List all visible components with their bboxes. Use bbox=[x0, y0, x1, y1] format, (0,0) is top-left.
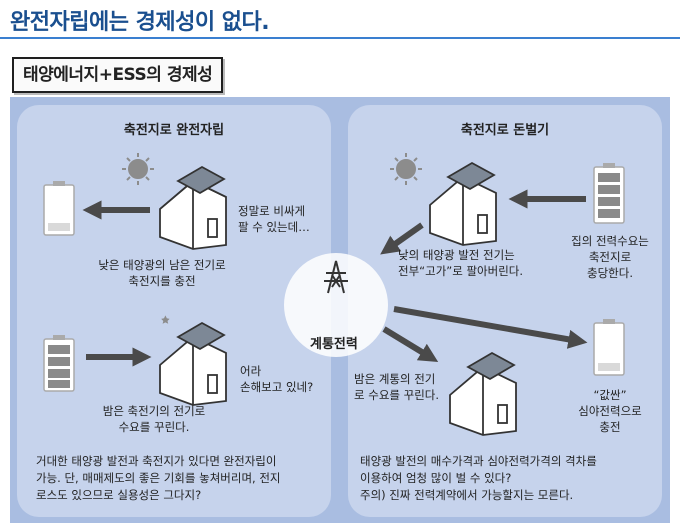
ess-economics-figure: 축전지로 완전자립 축전지로 돈벌기 bbox=[10, 97, 670, 523]
grid-power-circle bbox=[284, 253, 388, 357]
section-subtitle: 태양에너지+ESS의 경제성 bbox=[12, 57, 224, 93]
panel-self-sufficiency: 축전지로 완전자립 bbox=[17, 105, 331, 517]
battery-full-icon bbox=[43, 335, 75, 392]
house-icon bbox=[429, 161, 497, 246]
sell-caption: 낮의 태양광 발전 전기는 전부“고가”로 팔아버린다. bbox=[398, 248, 524, 278]
title-divider bbox=[0, 37, 680, 39]
sun-icon bbox=[390, 153, 422, 185]
house1-caption: 정말로 비싸게 팔 수 있는데… bbox=[238, 204, 310, 234]
battery-empty-icon bbox=[593, 319, 625, 376]
page-title: 완전자립에는 경제성이 없다. bbox=[10, 10, 270, 35]
house2-caption: 어라 손해보고 있네? bbox=[240, 364, 314, 394]
left-footer-note: 거대한 태양광 발전과 축전지가 있다면 완전자립이 가능. 단, 매매제도의 … bbox=[36, 454, 281, 502]
house-icon bbox=[449, 351, 517, 436]
right-footer-note: 태양광 발전의 매수가격과 심야전력가격의 격차를 이용하여 엄청 많이 벌 수… bbox=[360, 454, 597, 502]
illustration-layer bbox=[43, 153, 625, 436]
sun-icon bbox=[122, 153, 154, 185]
panel-heading-earn-money: 축전지로 돈벌기 bbox=[460, 123, 550, 138]
night-caption-left: 밤은 축전기의 전기로 수요를 꾸린다. bbox=[102, 404, 206, 434]
transmission-tower-icon bbox=[324, 260, 348, 294]
battery-caption: 집의 전력수요는 축전지로 충당한다. bbox=[571, 234, 649, 280]
house-icon bbox=[159, 321, 227, 406]
moon-icon bbox=[546, 363, 568, 384]
moon-icon bbox=[136, 315, 170, 336]
night-caption-right: 밤은 계통의 전기 로 수요를 꾸린다. bbox=[354, 372, 440, 402]
grid-power-label: 계통전력 bbox=[310, 337, 358, 352]
panel-heading-self-sufficiency: 축전지로 완전자립 bbox=[123, 123, 225, 138]
battery-full-icon bbox=[593, 163, 625, 224]
house-icon bbox=[159, 165, 227, 250]
cheap-power-caption: “값싼” 심야전력으로 충전 bbox=[578, 388, 642, 434]
charge-caption: 낮은 태양광의 남은 전기로 축전지를 충전 bbox=[98, 258, 226, 288]
battery-empty-icon bbox=[43, 181, 75, 236]
arrow-grid-to-house bbox=[382, 326, 439, 362]
arrow-grid-to-battery bbox=[393, 306, 588, 349]
arrow-sell-to-grid bbox=[380, 222, 424, 255]
